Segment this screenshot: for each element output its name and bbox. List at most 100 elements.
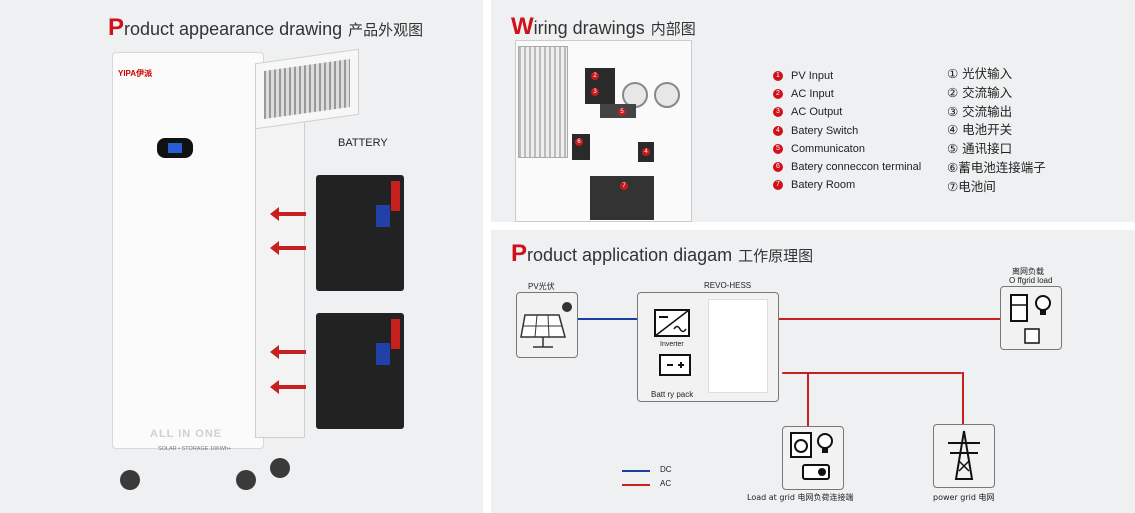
- pv-box: [516, 292, 578, 358]
- hess-box: [637, 292, 779, 402]
- legend-label: AC Output: [791, 106, 843, 119]
- legend-dc-label: DC: [660, 465, 672, 474]
- offgrid-label-cn: 离网负载: [1012, 267, 1044, 276]
- insert-arrow-icon: [270, 207, 306, 221]
- pylon-icon: [948, 430, 980, 480]
- marker-5: 5: [618, 108, 626, 116]
- battery-terminal: [391, 319, 400, 349]
- cabinet-body: [112, 52, 264, 449]
- bulb-icon: [817, 433, 833, 449]
- marker-4: 4: [642, 148, 650, 156]
- legend-label: Communicaton: [791, 142, 865, 155]
- title-initial: P: [108, 14, 125, 41]
- legend-label-cn: ⑥蓄电池连接端子: [947, 159, 1046, 175]
- legend-label-cn: ⑤ 通讯接口: [947, 141, 1013, 157]
- lcd-display: [157, 138, 193, 158]
- wheel: [270, 458, 290, 478]
- number-badge: 5: [773, 143, 783, 154]
- legend-label-cn: ③ 交流输出: [947, 103, 1013, 119]
- legend-item: 7 Batery Room: [773, 176, 921, 194]
- marker-6: 6: [575, 138, 583, 146]
- number-badge: 7: [773, 180, 783, 191]
- number-badge: 1: [773, 71, 783, 82]
- offgrid-box: [1000, 286, 1062, 350]
- insert-arrow-icon: [270, 241, 306, 255]
- battery-screen: [376, 205, 390, 227]
- title-text: roduct appearance drawing: [124, 19, 343, 39]
- legend-item: 6 Batery conneccon terminal: [773, 158, 921, 176]
- marker-2: 2: [591, 72, 599, 80]
- grid-load-box: [782, 426, 844, 490]
- fan-icon: [622, 82, 648, 108]
- battery-icon: [659, 354, 691, 376]
- legend-label: Batery Room: [791, 179, 856, 192]
- legend-item: 3 AC Output: [773, 103, 921, 121]
- legend-item: 5 Communicaton: [773, 140, 921, 158]
- appearance-title: Product appearance drawing 产品外观图: [108, 14, 423, 42]
- marker-7: 7: [620, 182, 628, 190]
- sun-icon: [562, 302, 572, 312]
- number-badge: 2: [773, 89, 783, 100]
- legend-label-cn: ⑦电池间: [947, 178, 996, 194]
- insert-arrow-icon: [270, 380, 306, 394]
- legend-label-cn: ② 交流输入: [947, 84, 1013, 100]
- number-badge: 6: [773, 162, 783, 173]
- fridge-icon: [1010, 294, 1051, 344]
- inverter-label: Inverter: [660, 341, 684, 348]
- title-text: iring drawings: [533, 18, 645, 38]
- solar-panel-icon: [520, 302, 572, 348]
- title-cn: 工作原理图: [738, 247, 814, 265]
- legend-label: PV Input: [791, 70, 834, 83]
- brand-line2: SOLAR • STORAGE 10KWh+: [158, 446, 232, 452]
- insert-arrow-icon: [270, 345, 306, 359]
- legend-label-cn: ④ 电池开关: [947, 122, 1013, 138]
- legend-dc-swatch: [622, 470, 650, 472]
- title-text: roduct application diagam: [527, 245, 733, 265]
- open-door-grill: [518, 46, 568, 158]
- battery-pack-label: Batt ry pack: [651, 390, 694, 399]
- title-initial: W: [511, 13, 534, 40]
- battery-screen: [376, 343, 390, 365]
- battery-module: [316, 313, 404, 429]
- title-cn: 产品外观图: [348, 21, 424, 39]
- wheel: [236, 470, 256, 490]
- battery-label: BATTERY: [338, 137, 388, 149]
- number-badge: 4: [773, 125, 783, 136]
- title-initial: P: [511, 240, 528, 267]
- fan-icon: [654, 82, 680, 108]
- marker-3: 3: [591, 88, 599, 96]
- legend-item: 2 AC Input: [773, 85, 921, 103]
- vent-grill: [264, 58, 350, 120]
- brand-logo: YIPA伊派: [118, 69, 153, 78]
- power-grid-box: [933, 424, 995, 488]
- wiring-legend-en: 1 PV Input 2 AC Input 3 AC Output 4 Batery S…: [773, 67, 921, 194]
- bulb-icon: [1035, 295, 1051, 311]
- offgrid-label-en: O ffgrid load: [1009, 276, 1053, 285]
- legend-item: 4 Batery Switch: [773, 122, 921, 140]
- legend-label: Batery Switch: [791, 124, 859, 137]
- washer-icon: [790, 432, 833, 480]
- hess-label: REVO-HESS: [704, 281, 752, 290]
- cabinet-interior: [255, 118, 305, 438]
- inverter-icon: [654, 309, 690, 337]
- number-badge: 3: [773, 107, 783, 118]
- battery-terminal: [391, 181, 400, 211]
- ac-line: [807, 372, 809, 426]
- legend-ac-swatch: [622, 484, 650, 486]
- legend-item: 1 PV Input: [773, 67, 921, 85]
- wiring-title: Wiring drawings 内部图: [511, 13, 696, 41]
- legend-label-cn: ① 光伏输入: [947, 65, 1013, 81]
- legend-ac-label: AC: [660, 479, 672, 488]
- ac-line: [962, 372, 964, 424]
- breaker-block: [585, 68, 615, 104]
- brand-line1: ALL IN ONE: [150, 428, 223, 440]
- legend-label: AC Input: [791, 88, 834, 101]
- wheel: [120, 470, 140, 490]
- title-cn: 内部图: [650, 20, 696, 38]
- battery-module: [316, 175, 404, 291]
- wiring-legend-cn: ① 光伏输入 ② 交流输入 ③ 交流输出 ④ 电池开关 ⑤ 通讯接口 ⑥蓄电池连…: [947, 63, 1046, 195]
- legend-label: Batery conneccon terminal: [791, 161, 922, 174]
- power-grid-label: power grid 电网: [933, 493, 995, 502]
- load-grid-label: Load at grid 电网负荷连接端: [747, 493, 854, 502]
- ac-line: [782, 372, 962, 374]
